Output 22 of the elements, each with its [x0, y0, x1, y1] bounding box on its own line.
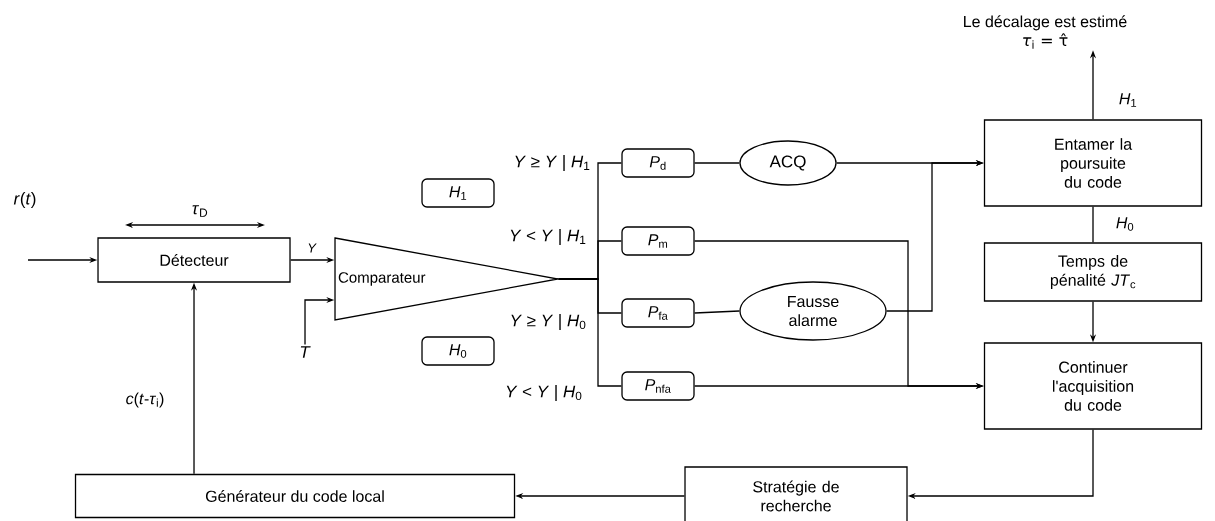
- edge-label: H$_{0}$: [1114, 216, 1136, 232]
- probability-box: P$_{m}$: [621, 226, 695, 256]
- probability-box: P$_{nfa}$: [621, 371, 695, 401]
- dimension-label: τ$_{D}$: [192, 205, 208, 217]
- condition-label: Y ≥ Y | H$_{1}$: [515, 155, 590, 171]
- process-box: Entamer la poursuite du code: [983, 119, 1203, 207]
- hypothesis-box: H$_{1}$: [421, 178, 495, 208]
- probability-box: P$_{d}$: [621, 148, 695, 178]
- hypothesis-box: H$_{0}$: [421, 336, 495, 366]
- signal-label: r(t): [13, 192, 36, 208]
- process-box: Temps de pénalité JT$_{c}$: [983, 242, 1203, 302]
- edge-label: c(t-τ$_{i}$): [124, 391, 166, 409]
- result-text: Le décalage est estimé τ$_{i}$ = τ̂: [964, 15, 1127, 49]
- probability-box: P$_{fa}$: [621, 298, 695, 328]
- edge-label: H$_{1}$: [1117, 92, 1139, 108]
- input-label: T: [300, 346, 311, 358]
- process-box: Continuer l'acquisition du code: [983, 342, 1203, 430]
- process-box: Stratégie de recherche: [684, 466, 908, 521]
- edge-label: Y: [306, 242, 318, 254]
- process-box: Détecteur: [97, 237, 291, 283]
- condition-label: Y < Y | H$_{0}$: [506, 385, 582, 401]
- process-box: Générateur du code local: [74, 473, 516, 519]
